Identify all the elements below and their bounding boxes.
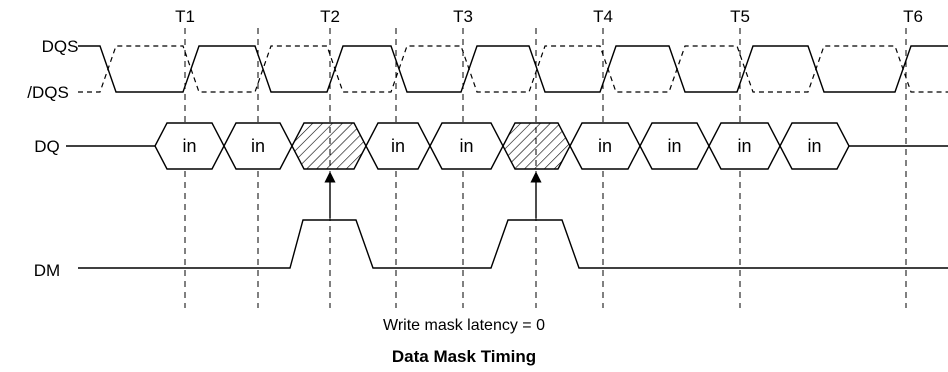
diagram-title: Data Mask Timing (392, 347, 536, 366)
dq-cell-label: in (667, 136, 681, 156)
clock-label-t3: T3 (453, 7, 473, 26)
dq-cell-label: in (807, 136, 821, 156)
dq-cell-label: in (391, 136, 405, 156)
dq-cells: in in in in in in in in (154, 122, 850, 170)
dqs-waveform (78, 45, 948, 93)
clock-label-t5: T5 (730, 7, 750, 26)
signal-label-dqs-n: /DQS (27, 83, 69, 102)
signal-label-dqs: DQS (42, 37, 79, 56)
clock-label-t6: T6 (903, 7, 923, 26)
signal-label-dm: DM (34, 261, 60, 280)
dq-masked-cell (502, 122, 571, 170)
signal-label-dq: DQ (34, 137, 60, 156)
reference-lines (184, 28, 907, 308)
dq-cell-label: in (598, 136, 612, 156)
clock-label-t1: T1 (175, 7, 195, 26)
clock-labels: T1 T2 T3 T4 T5 T6 (175, 7, 923, 26)
clock-label-t2: T2 (320, 7, 340, 26)
signal-labels: DQS /DQS DQ DM (27, 37, 78, 280)
clock-label-t4: T4 (593, 7, 613, 26)
dq-data-cell (779, 122, 850, 170)
dq-bus: in in in in in in in in (66, 122, 948, 170)
dm-waveform (78, 219, 948, 269)
dq-cell-label: in (251, 136, 265, 156)
dqs-n-waveform (78, 45, 948, 93)
dq-cell-label: in (182, 136, 196, 156)
dq-cell-label: in (737, 136, 751, 156)
dq-cell-label: in (459, 136, 473, 156)
latency-annotation: Write mask latency = 0 (383, 317, 545, 334)
dq-masked-cell (291, 122, 367, 170)
